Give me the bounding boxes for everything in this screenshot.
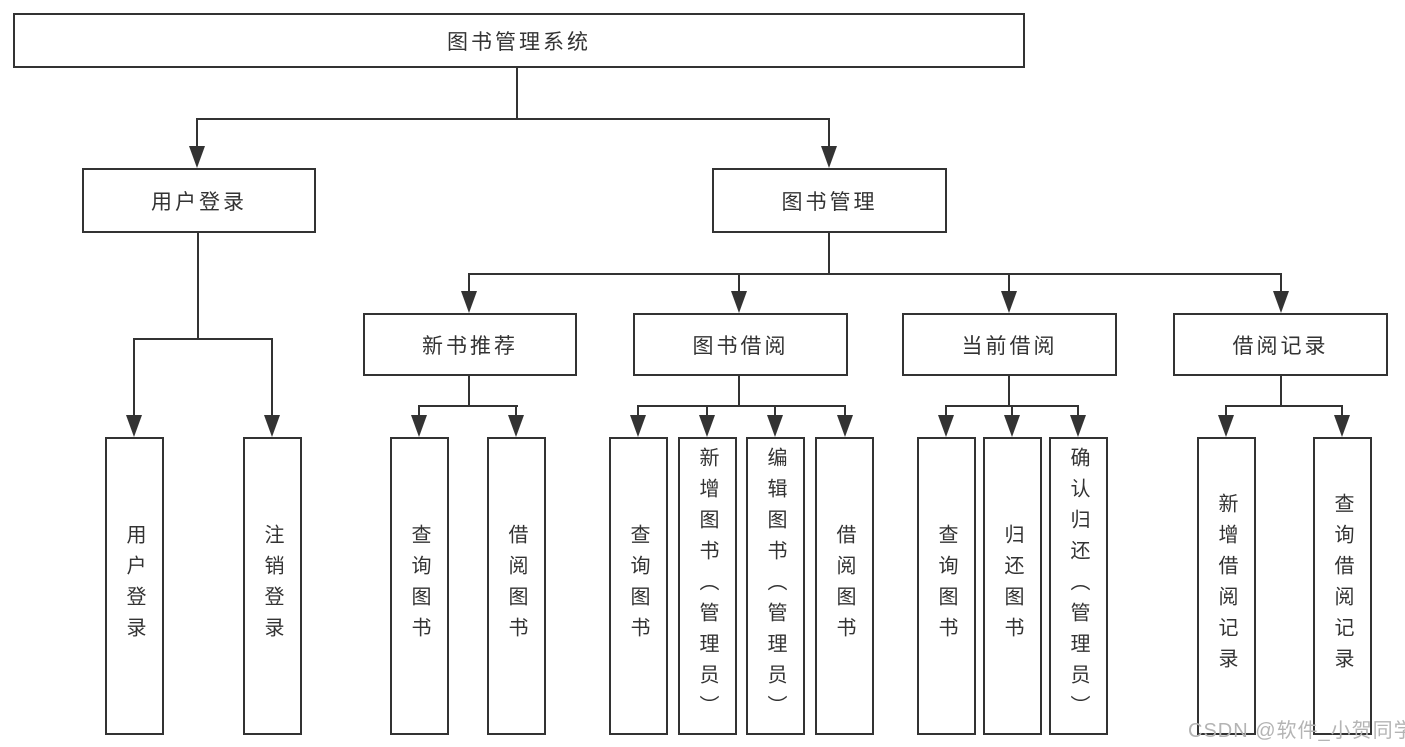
connector-line [516, 68, 518, 118]
connector-line [1280, 273, 1282, 293]
leaf-borrow-books-recommend: 借阅图书 [487, 437, 546, 735]
connector-line [196, 118, 198, 148]
arrow-down-icon [1273, 291, 1289, 313]
leaf-borrow-books-label: 借阅图书 [833, 524, 855, 648]
connector-line [706, 405, 708, 417]
connector-line [515, 405, 517, 417]
leaf-return-books: 归还图书 [983, 437, 1042, 735]
arrow-down-icon [1334, 415, 1350, 437]
connector-line [197, 233, 199, 340]
connector-line [418, 405, 420, 417]
node-borrowing-records: 借阅记录 [1173, 313, 1388, 376]
leaf-add-book-admin-label: 新增图书（管理员） [696, 446, 718, 726]
watermark: CSDN @软件_小贺同学 [1188, 720, 1405, 742]
arrow-down-icon [630, 415, 646, 437]
arrow-down-icon [1070, 415, 1086, 437]
arrow-down-icon [938, 415, 954, 437]
node-book-management-label: 图书管理 [781, 190, 878, 214]
connector-line [1077, 405, 1079, 417]
arrow-down-icon [731, 291, 747, 313]
node-user-login-label: 用户登录 [151, 190, 247, 214]
connector-line [1225, 405, 1343, 407]
leaf-logout-label: 注销登录 [261, 524, 283, 648]
arrow-down-icon [699, 415, 715, 437]
leaf-user-login-label: 用户登录 [123, 524, 145, 648]
node-current-borrowing-label: 当前借阅 [961, 334, 1058, 358]
leaf-query-books-recommend: 查询图书 [390, 437, 449, 735]
connector-line [133, 338, 273, 340]
node-book-borrowing: 图书借阅 [633, 313, 848, 376]
arrow-down-icon [1001, 291, 1017, 313]
connector-line [1008, 375, 1010, 407]
arrow-down-icon [767, 415, 783, 437]
leaf-query-books-borrow: 查询图书 [609, 437, 668, 735]
leaf-query-books-borrow-label: 查询图书 [627, 524, 649, 648]
connector-line [468, 273, 1282, 275]
leaf-query-books-current-label: 查询图书 [935, 524, 957, 648]
node-borrowing-records-label: 借阅记录 [1232, 334, 1329, 358]
arrow-down-icon [821, 146, 837, 168]
connector-line [945, 405, 947, 417]
arrow-down-icon [189, 146, 205, 168]
connector-line [418, 405, 518, 407]
connector-line [1225, 405, 1227, 417]
node-book-borrowing-label: 图书借阅 [692, 334, 789, 358]
connector-line [637, 405, 639, 417]
leaf-query-borrow-record-label: 查询借阅记录 [1331, 493, 1353, 679]
node-current-borrowing: 当前借阅 [902, 313, 1117, 376]
leaf-return-books-label: 归还图书 [1001, 524, 1023, 648]
connector-line [828, 118, 830, 148]
node-new-book-recommendation-label: 新书推荐 [422, 334, 518, 358]
leaf-query-books-current: 查询图书 [917, 437, 976, 735]
connector-line [844, 405, 846, 417]
node-new-book-recommendation: 新书推荐 [363, 313, 577, 376]
node-root-label: 图书管理系统 [447, 30, 591, 54]
arrow-down-icon [126, 415, 142, 437]
arrow-down-icon [1004, 415, 1020, 437]
node-book-management: 图书管理 [712, 168, 947, 233]
leaf-add-book-admin: 新增图书（管理员） [678, 437, 737, 735]
connector-line [133, 338, 135, 417]
arrow-down-icon [411, 415, 427, 437]
leaf-query-borrow-record: 查询借阅记录 [1313, 437, 1372, 735]
leaf-add-borrow-record: 新增借阅记录 [1197, 437, 1256, 735]
connector-line [774, 405, 776, 417]
node-root: 图书管理系统 [13, 13, 1025, 68]
leaf-borrow-books: 借阅图书 [815, 437, 874, 735]
connector-line [271, 338, 273, 417]
connector-line [637, 405, 846, 407]
leaf-logout: 注销登录 [243, 437, 302, 735]
connector-line [828, 233, 830, 275]
leaf-query-books-recommend-label: 查询图书 [408, 524, 430, 648]
arrow-down-icon [837, 415, 853, 437]
leaf-confirm-return-admin-label: 确认归还（管理员） [1067, 446, 1089, 726]
connector-line [1280, 375, 1282, 407]
leaf-borrow-books-recommend-label: 借阅图书 [505, 524, 527, 648]
arrow-down-icon [461, 291, 477, 313]
leaf-user-login: 用户登录 [105, 437, 164, 735]
arrow-down-icon [264, 415, 280, 437]
leaf-edit-book-admin: 编辑图书（管理员） [746, 437, 805, 735]
connector-line [738, 273, 740, 293]
connector-line [196, 118, 830, 120]
connector-line [1011, 405, 1013, 417]
connector-line [1008, 273, 1010, 293]
connector-line [1341, 405, 1343, 417]
leaf-add-borrow-record-label: 新增借阅记录 [1215, 493, 1237, 679]
connector-line [468, 273, 470, 293]
leaf-edit-book-admin-label: 编辑图书（管理员） [764, 446, 786, 726]
arrow-down-icon [508, 415, 524, 437]
arrow-down-icon [1218, 415, 1234, 437]
node-user-login: 用户登录 [82, 168, 316, 233]
leaf-confirm-return-admin: 确认归还（管理员） [1049, 437, 1108, 735]
connector-line [468, 375, 470, 407]
connector-line [738, 375, 740, 407]
